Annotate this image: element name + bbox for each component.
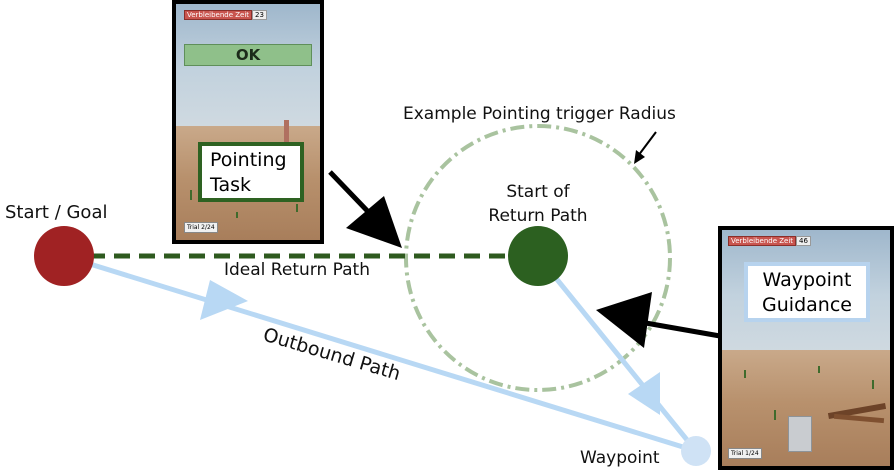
pointing-trigger-radius	[404, 124, 672, 392]
pointer-marker-icon	[284, 120, 289, 142]
waypoint-guidance-arrowhead	[596, 292, 652, 348]
pointing-task-arrowhead	[346, 196, 402, 248]
waypoint-trial-counter: Trial 1/24	[728, 448, 762, 459]
pointing-trial-counter: Trial 2/24	[184, 222, 218, 233]
waypoint-guidance-label: Waypoint Guidance	[744, 262, 870, 322]
waypoint-label: Waypoint	[580, 448, 660, 468]
radius-label-arrowhead	[634, 150, 645, 164]
waypoint-timer: Verbleibende Zeit 46	[728, 236, 811, 246]
grass-tuft	[818, 366, 820, 373]
radius-label-connector	[637, 131, 657, 157]
outbound-direction-arrow-2	[628, 372, 660, 415]
ok-button[interactable]: OK	[184, 44, 312, 66]
pointing-timer-value: 23	[252, 10, 267, 20]
waypoint-guidance-screenshot: Verbleibende Zeit 46 Waypoint Guidance T…	[718, 226, 894, 470]
pointing-task-label: Pointing Task	[198, 142, 304, 202]
waypoint-point	[681, 436, 711, 466]
outbound-direction-arrow-1	[200, 280, 248, 320]
grass-tuft	[774, 410, 776, 420]
outbound-path-segment-1	[63, 253, 697, 454]
waypoint-block-icon	[788, 416, 812, 452]
outbound-path-segment-2	[536, 254, 698, 453]
pointing-timer-label: Verbleibende Zeit	[184, 10, 253, 20]
radius-label: Example Pointing trigger Radius	[403, 104, 676, 124]
grass-tuft	[744, 370, 746, 378]
grass-tuft	[872, 380, 874, 389]
waypoint-timer-label: Verbleibende Zeit	[728, 236, 797, 246]
waypoint-timer-value: 46	[796, 236, 811, 246]
waypoint-guidance-connector	[639, 319, 721, 339]
ideal-return-path-label: Ideal Return Path	[224, 260, 370, 280]
start-goal-label: Start / Goal	[5, 202, 108, 223]
pointing-task-screenshot: Verbleibende Zeit 23 OK Pointing Task Tr…	[172, 0, 324, 244]
grass-tuft	[236, 212, 238, 218]
start-goal-point	[34, 226, 94, 286]
start-of-return-path-label: Start of Return Path	[488, 182, 588, 226]
start-of-return-point	[508, 226, 568, 286]
pointing-timer: Verbleibende Zeit 23	[184, 10, 267, 20]
grass-tuft	[190, 190, 192, 200]
grass-tuft	[296, 204, 298, 212]
